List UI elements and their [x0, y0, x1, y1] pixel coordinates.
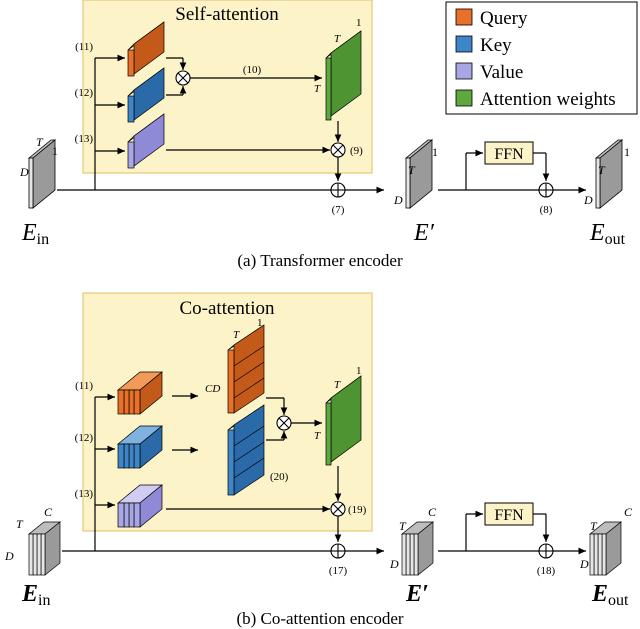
label-e-out: Eout — [591, 581, 629, 609]
reshaped-query-block — [227, 324, 265, 414]
legend-swatch-attention — [455, 89, 473, 107]
label-e-in: Ein — [21, 581, 50, 609]
multiply-op-av — [330, 501, 346, 517]
key-stack-block — [117, 425, 163, 469]
eq-8: (8) — [540, 204, 553, 216]
caption-b: (b) Co-attention encoder — [236, 609, 403, 628]
query-block — [127, 21, 165, 77]
out-dim-d: D — [579, 557, 589, 571]
out-dim-t: T — [590, 519, 598, 533]
ffn-label: FFN — [494, 146, 524, 163]
att-dim-t-top: T — [334, 33, 341, 45]
output-block — [594, 139, 624, 209]
eq-12: (12) — [75, 432, 94, 444]
legend-swatch-query — [455, 8, 473, 26]
out-dim-1: 1 — [624, 145, 630, 159]
eq-7: (7) — [332, 204, 345, 216]
cd-dim-1: 1 — [257, 317, 263, 329]
legend-label-key: Key — [480, 35, 512, 56]
multiply-op-qk — [175, 70, 191, 86]
legend-swatch-key — [455, 35, 473, 53]
reshaped-key-block — [227, 404, 265, 496]
mid-dim-c: C — [428, 505, 437, 519]
cd-dim-t: T — [233, 329, 240, 341]
eq-17: (17) — [329, 565, 348, 577]
input-dim-d: D — [4, 549, 14, 563]
caption-a: (a) Transformer encoder — [237, 251, 403, 270]
value-stack-block — [117, 484, 163, 528]
multiply-op-av — [330, 142, 346, 158]
input-block — [27, 139, 57, 209]
legend-swatch-value — [455, 62, 473, 80]
label-e-prime: E′ — [405, 581, 429, 607]
mid-dim-d: D — [393, 193, 403, 207]
att-dim-1: 1 — [356, 365, 362, 377]
out-dim-d: D — [583, 193, 593, 207]
legend-box — [445, 1, 638, 115]
label-e-in: Ein — [21, 220, 49, 248]
legend-label-query: Query — [480, 8, 528, 29]
eq-13: (13) — [75, 488, 94, 500]
eq-9: (9) — [350, 145, 363, 157]
legend-label-attention: Attention weights — [480, 89, 616, 110]
eq-11: (11) — [75, 380, 93, 392]
input-dim-c: C — [44, 505, 53, 519]
mid-stack-block — [401, 521, 434, 576]
input-stack-block — [28, 521, 61, 576]
att-dim-1: 1 — [356, 17, 362, 29]
att-dim-t-side: T — [314, 430, 321, 442]
eq-19: (19) — [348, 504, 367, 516]
eq-18: (18) — [537, 565, 556, 577]
query-stack-block — [117, 371, 163, 415]
eq-12: (12) — [75, 87, 94, 99]
mid-dim-1: 1 — [432, 145, 438, 159]
cd-dim-cd: CD — [205, 383, 220, 395]
output-stack-block — [589, 521, 622, 576]
eq-10: (10) — [243, 64, 262, 76]
legend-label-value: Value — [480, 62, 523, 83]
input-dim-d: D — [19, 165, 29, 179]
eq-11: (11) — [75, 41, 93, 53]
label-e-prime: E′ — [413, 220, 435, 246]
transformer-encoder: Self-attention D T 1 Ein (11) (12) (13) — [19, 0, 630, 270]
mid-dim-d: D — [389, 557, 399, 571]
add-op-residual — [330, 543, 346, 559]
co-attention-encoder: Co-attention D T C Ein (11) (12) (13) — [4, 292, 633, 628]
input-dim-t: T — [36, 135, 44, 149]
value-block — [127, 113, 165, 169]
multiply-op-qk — [276, 415, 292, 431]
mid-dim-t: T — [408, 163, 416, 177]
input-dim-1: 1 — [52, 144, 58, 158]
out-dim-t: T — [598, 163, 606, 177]
add-op-residual — [330, 182, 346, 198]
key-block — [127, 67, 165, 123]
label-e-out: Eout — [589, 220, 626, 248]
add-op-ffn — [538, 182, 554, 198]
legend: Query Key Value Attention weights — [445, 1, 638, 115]
add-op-ffn — [538, 543, 554, 559]
input-dim-t: T — [16, 517, 24, 531]
mid-block — [404, 139, 434, 209]
self-attention-title: Self-attention — [175, 4, 279, 25]
eq-20: (20) — [270, 471, 289, 483]
att-dim-t-top: T — [334, 379, 341, 391]
att-dim-t-side: T — [314, 83, 321, 95]
mid-dim-t: T — [399, 519, 407, 533]
attention-weights-block — [325, 30, 362, 121]
attention-weights-block — [325, 375, 362, 466]
eq-13: (13) — [75, 133, 94, 145]
co-attention-title: Co-attention — [180, 298, 275, 319]
out-dim-c: C — [624, 505, 633, 519]
ffn-label: FFN — [494, 507, 524, 524]
